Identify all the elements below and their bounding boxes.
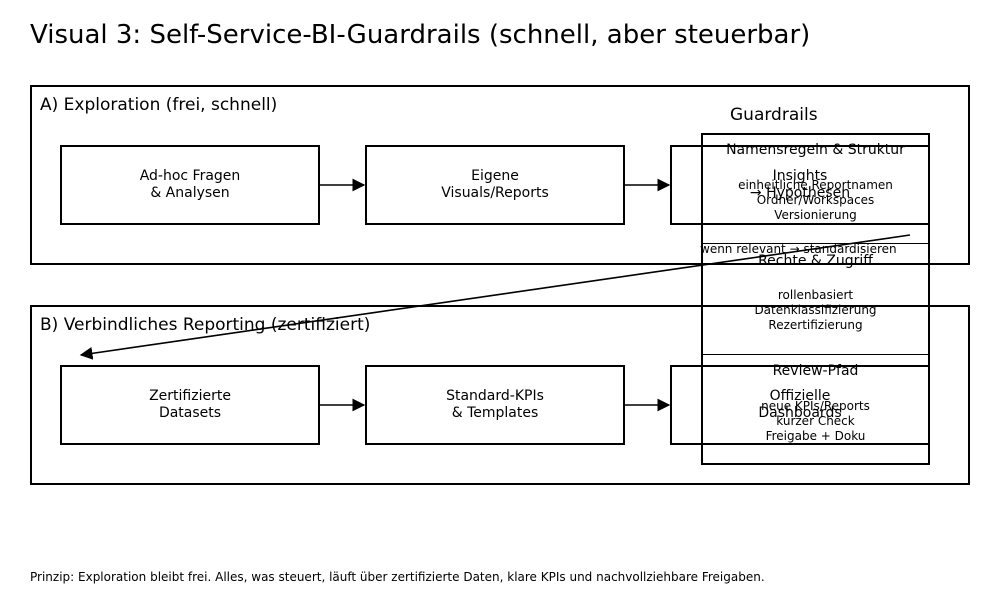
node-offizielle-dashboards-line-1: Offizielle (769, 388, 831, 404)
section-exploration (30, 85, 970, 265)
node-zertifizierte-datasets: Zertifizierte Datasets (60, 365, 320, 445)
node-standard-kpis-line-2: & Templates (451, 405, 539, 421)
node-insights-line-1: Insights (772, 168, 828, 184)
node-standard-kpis-line-1: Standard-KPIs (446, 388, 544, 404)
node-adhoc-fragen: Ad-hoc Fragen & Analysen (60, 145, 320, 225)
page-title: Visual 3: Self-Service-BI-Guardrails (sc… (30, 20, 811, 50)
guardrail-item: Rezertifizierung (768, 318, 863, 332)
guardrail-group-title-review: Review-Pfad (772, 363, 859, 379)
guardrail-item: Versionierung (774, 208, 857, 222)
node-eigene-visuals-line-1: Eigene (471, 168, 519, 184)
standardize-loop-label: wenn relevant → standardisieren (700, 242, 897, 256)
guardrails-divider (701, 243, 930, 244)
section-exploration-label: A) Exploration (frei, schnell) (40, 95, 278, 115)
guardrail-group-title-namensregeln: Namensregeln & Struktur (726, 142, 905, 158)
footer-principle: Prinzip: Exploration bleibt frei. Alles,… (30, 570, 765, 584)
guardrail-item: Ordner/Workspaces (756, 193, 875, 207)
node-offizielle-dashboards-line-2: Dashboards (758, 405, 842, 421)
node-zertifizierte-datasets-line-2: Datasets (158, 405, 222, 421)
guardrail-item: Freigabe + Doku (765, 429, 866, 443)
guardrails-divider (701, 354, 930, 355)
node-insights: Insights → Hypothesen (670, 145, 930, 225)
guardrail-item: einheitliche Reportnamen (738, 178, 893, 192)
guardrail-item: rollenbasiert (777, 288, 854, 302)
node-offizielle-dashboards: Offizielle Dashboards (670, 365, 930, 445)
node-standard-kpis: Standard-KPIs & Templates (365, 365, 625, 445)
guardrail-group-title-rechte: Rechte & Zugriff (758, 253, 873, 269)
guardrail-item: neue KPIs/Reports (761, 399, 870, 413)
node-eigene-visuals-line-2: Visuals/Reports (441, 185, 549, 201)
node-eigene-visuals: Eigene Visuals/Reports (365, 145, 625, 225)
guardrail-item: Datenklassifizierung (754, 303, 877, 317)
node-adhoc-fragen-line-2: & Analysen (150, 185, 230, 201)
node-adhoc-fragen-line-1: Ad-hoc Fragen (139, 168, 241, 184)
node-insights-line-2: → Hypothesen (749, 185, 851, 201)
arrow-standardize-loop (79, 234, 911, 360)
node-zertifizierte-datasets-line-1: Zertifizierte (149, 388, 231, 404)
section-reporting-label: B) Verbindliches Reporting (zertifiziert… (40, 315, 371, 335)
guardrails-panel (701, 133, 930, 465)
guardrails-heading: Guardrails (730, 105, 818, 125)
guardrail-item: kurzer Check (776, 414, 855, 428)
section-reporting (30, 305, 970, 485)
